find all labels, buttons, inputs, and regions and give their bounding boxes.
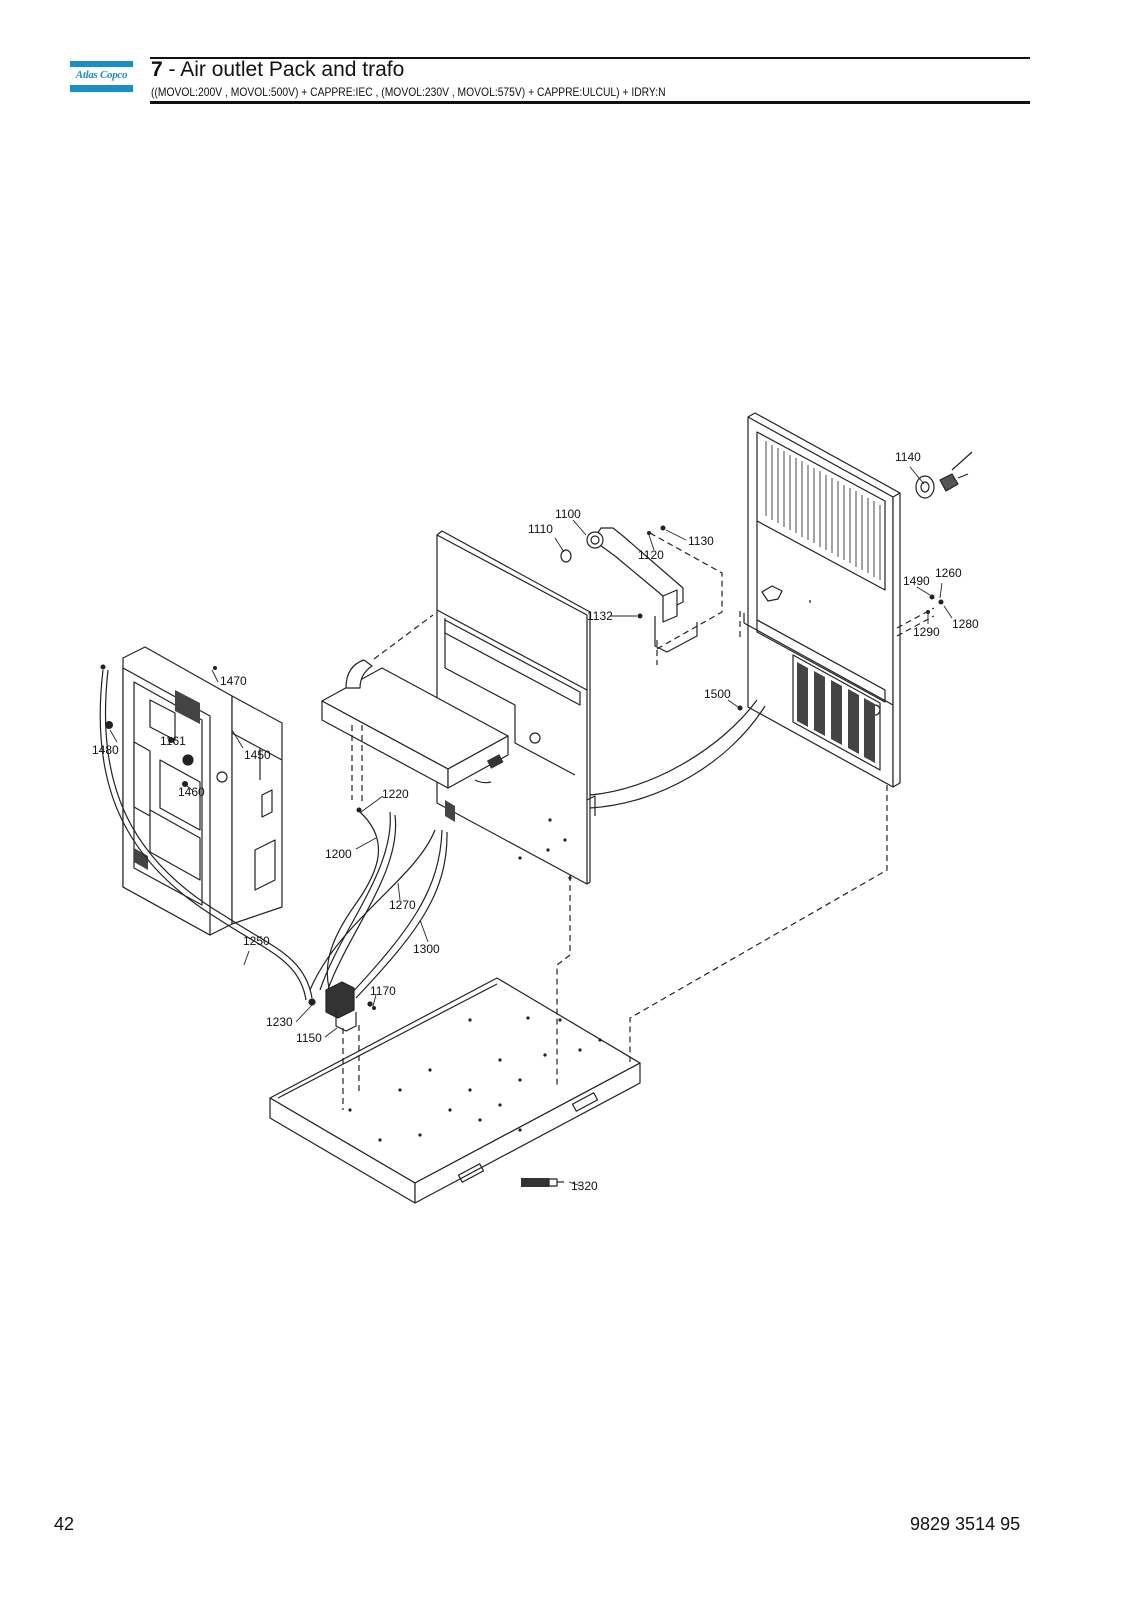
callout-1470: 1470 [220, 674, 247, 688]
callout-1170: 1170 [370, 984, 396, 998]
callout-1230: 1230 [266, 1015, 293, 1029]
atlas-copco-logo: Atlas Copco [70, 60, 133, 94]
callout-1500: 1500 [704, 687, 731, 701]
rear-panel-grille [765, 441, 881, 580]
callout-1290: 1290 [913, 625, 940, 639]
cable-gland [521, 1178, 564, 1187]
callout-1480: 1480 [92, 743, 119, 757]
assembly-lines-base [342, 785, 888, 1110]
callout-1150: 1150 [296, 1031, 322, 1045]
base-frame [269, 977, 641, 1204]
air-outlet-duct [560, 527, 698, 653]
callout-1110: 1110 [528, 522, 553, 536]
control-box [122, 646, 283, 936]
cables [99, 669, 766, 1001]
page-title: 7 - Air outlet Pack and trafo [151, 58, 404, 82]
callout-1130: 1130 [688, 534, 714, 548]
callout-1450: 1450 [244, 748, 271, 762]
callout-1250: 1250 [243, 934, 270, 948]
callout-labels: 1140 1100 1110 1130 1120 1490 1260 1132 … [92, 450, 979, 1193]
logo-bar-bottom [70, 85, 133, 92]
callout-1220: 1220 [382, 787, 409, 801]
callout-1200: 1200 [325, 847, 352, 861]
callout-1460: 1460 [178, 785, 205, 799]
section-title: - Air outlet Pack and trafo [162, 58, 405, 81]
callout-1100: 1100 [555, 507, 581, 521]
page-number: 42 [54, 1514, 75, 1534]
callout-1132: 1132 [587, 609, 613, 623]
callout-1140: 1140 [895, 450, 921, 464]
callout-1300: 1300 [413, 942, 440, 956]
air-outlet-valve [915, 451, 973, 499]
logo-bar-top [70, 61, 133, 67]
tray-assembly [321, 659, 509, 789]
header-rule-top [150, 57, 1030, 59]
callout-1280: 1280 [952, 617, 979, 631]
callout-1260: 1260 [935, 566, 962, 580]
callout-1161: 1161 [160, 734, 186, 748]
middle-panel [436, 530, 596, 885]
logo-text: Atlas Copco [75, 69, 128, 81]
document-number: 9829 3514 95 [910, 1514, 1021, 1534]
header-rule-bottom [150, 101, 1030, 104]
fasteners [100, 525, 944, 1010]
section-number: 7 [151, 58, 163, 81]
callout-1120: 1120 [638, 548, 664, 562]
rear-panel-lower-grille [797, 662, 875, 763]
callout-1320: 1320 [571, 1179, 598, 1193]
transformer [308, 981, 373, 1032]
page-subtitle: ((MOVOL:200V , MOVOL:500V) + CAPPRE:IEC … [151, 85, 666, 99]
leader-lines [109, 466, 953, 1187]
callout-1490: 1490 [903, 574, 930, 588]
callout-1270: 1270 [389, 898, 416, 912]
